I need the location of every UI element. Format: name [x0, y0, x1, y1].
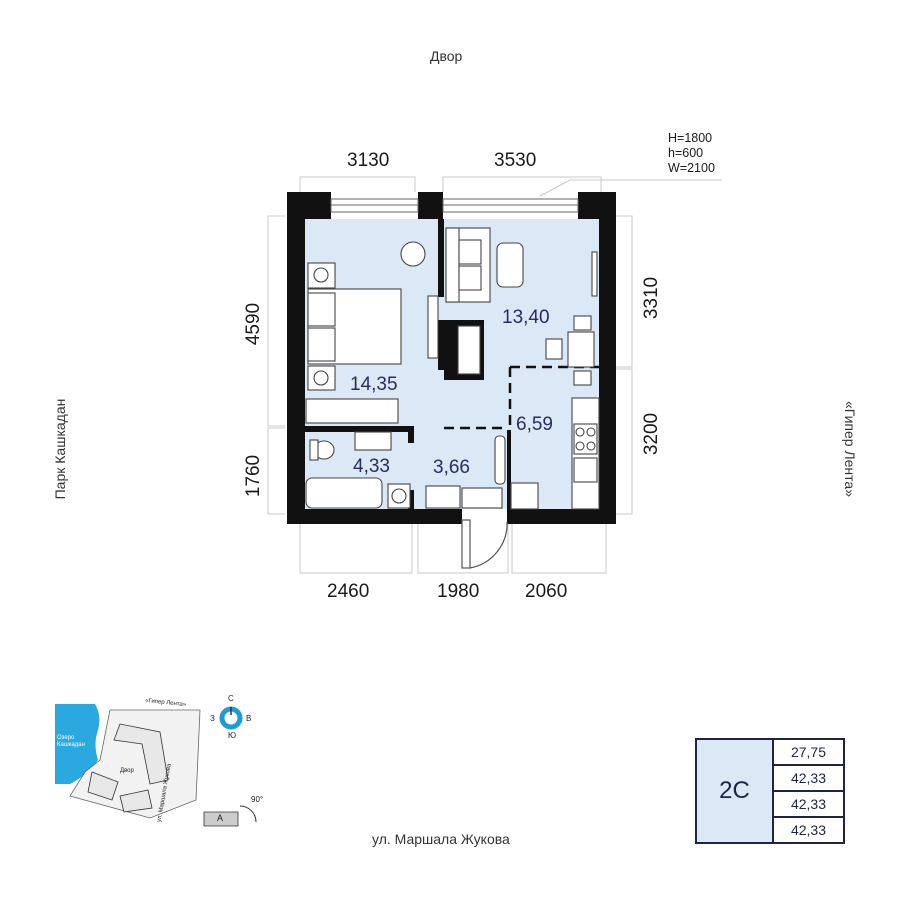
- nightstand-top: [307, 262, 336, 289]
- chair-bottom: [573, 370, 592, 386]
- furniture: [305, 227, 600, 510]
- compass-north: С: [228, 694, 234, 703]
- wardrobe: [427, 295, 439, 359]
- apartment-area-total-3: 42,33: [790, 822, 827, 838]
- compass-east: В: [246, 714, 252, 723]
- site-lake-label-line2: Кашкадан: [57, 742, 85, 748]
- direction-label-bottom: ул. Маршала Жукова: [372, 831, 510, 847]
- chair-left: [545, 338, 563, 360]
- window-spec: H=1800 h=600 W=2100: [668, 131, 715, 176]
- window-spec-sill: h=600: [668, 146, 704, 160]
- area-hall: 3,66: [433, 457, 470, 478]
- apartment-area-living: 27,75: [774, 740, 843, 766]
- site-angle-label: 90°: [251, 795, 264, 804]
- apartment-badge: 2С 27,75 42,33 42,33 42,33: [695, 738, 845, 844]
- chair-top: [573, 315, 592, 331]
- dim-bottom-right: 2060: [525, 581, 568, 602]
- area-bathroom: 4,33: [353, 456, 390, 477]
- coffee-table: [496, 242, 524, 288]
- compass-south: Ю: [228, 731, 237, 740]
- site-lake-label-line1: Озеро: [57, 735, 75, 741]
- apartment-code: 2С: [697, 740, 774, 842]
- apartment-area-total-2: 42,33: [774, 792, 843, 818]
- hall-bench: [461, 487, 503, 509]
- entry-door[interactable]: [461, 519, 508, 569]
- window-spec-width: W=2100: [668, 161, 715, 175]
- hall-floor: [413, 367, 510, 509]
- dining-table: [567, 331, 595, 368]
- bathtub: [305, 477, 383, 509]
- hall-mirror: [494, 435, 506, 485]
- area-bedroom: 14,35: [350, 374, 398, 395]
- compass-west: З: [210, 714, 215, 723]
- window-spec-height: H=1800: [668, 131, 713, 145]
- shelf: [305, 398, 399, 424]
- dim-top-right: 3530: [494, 150, 537, 171]
- armchair: [400, 241, 426, 267]
- dim-bottom-mid: 1980: [437, 581, 480, 602]
- area-living: 13,40: [502, 307, 550, 328]
- dimension-guides: [267, 176, 722, 574]
- site-lake-label: Озеро Кашкадан: [57, 735, 85, 749]
- hall-shelf: [425, 485, 461, 509]
- area-kitchen: 6,59: [516, 414, 553, 435]
- apartment-area-total-1: 42,33: [774, 766, 843, 792]
- site-building-label: А: [217, 813, 224, 823]
- direction-label-top: Двор: [430, 48, 463, 64]
- site-yard-label: Двор: [120, 768, 134, 774]
- washbasin: [354, 431, 392, 451]
- sink-kitchen: [573, 457, 598, 483]
- hall-closet: [457, 325, 481, 375]
- dashed-partitions: [444, 365, 599, 430]
- fridge: [510, 482, 539, 510]
- dim-bottom-left: 2460: [327, 581, 370, 602]
- tv-stand: [591, 251, 598, 297]
- dim-top-left: 3130: [347, 150, 390, 171]
- windows: [330, 198, 579, 213]
